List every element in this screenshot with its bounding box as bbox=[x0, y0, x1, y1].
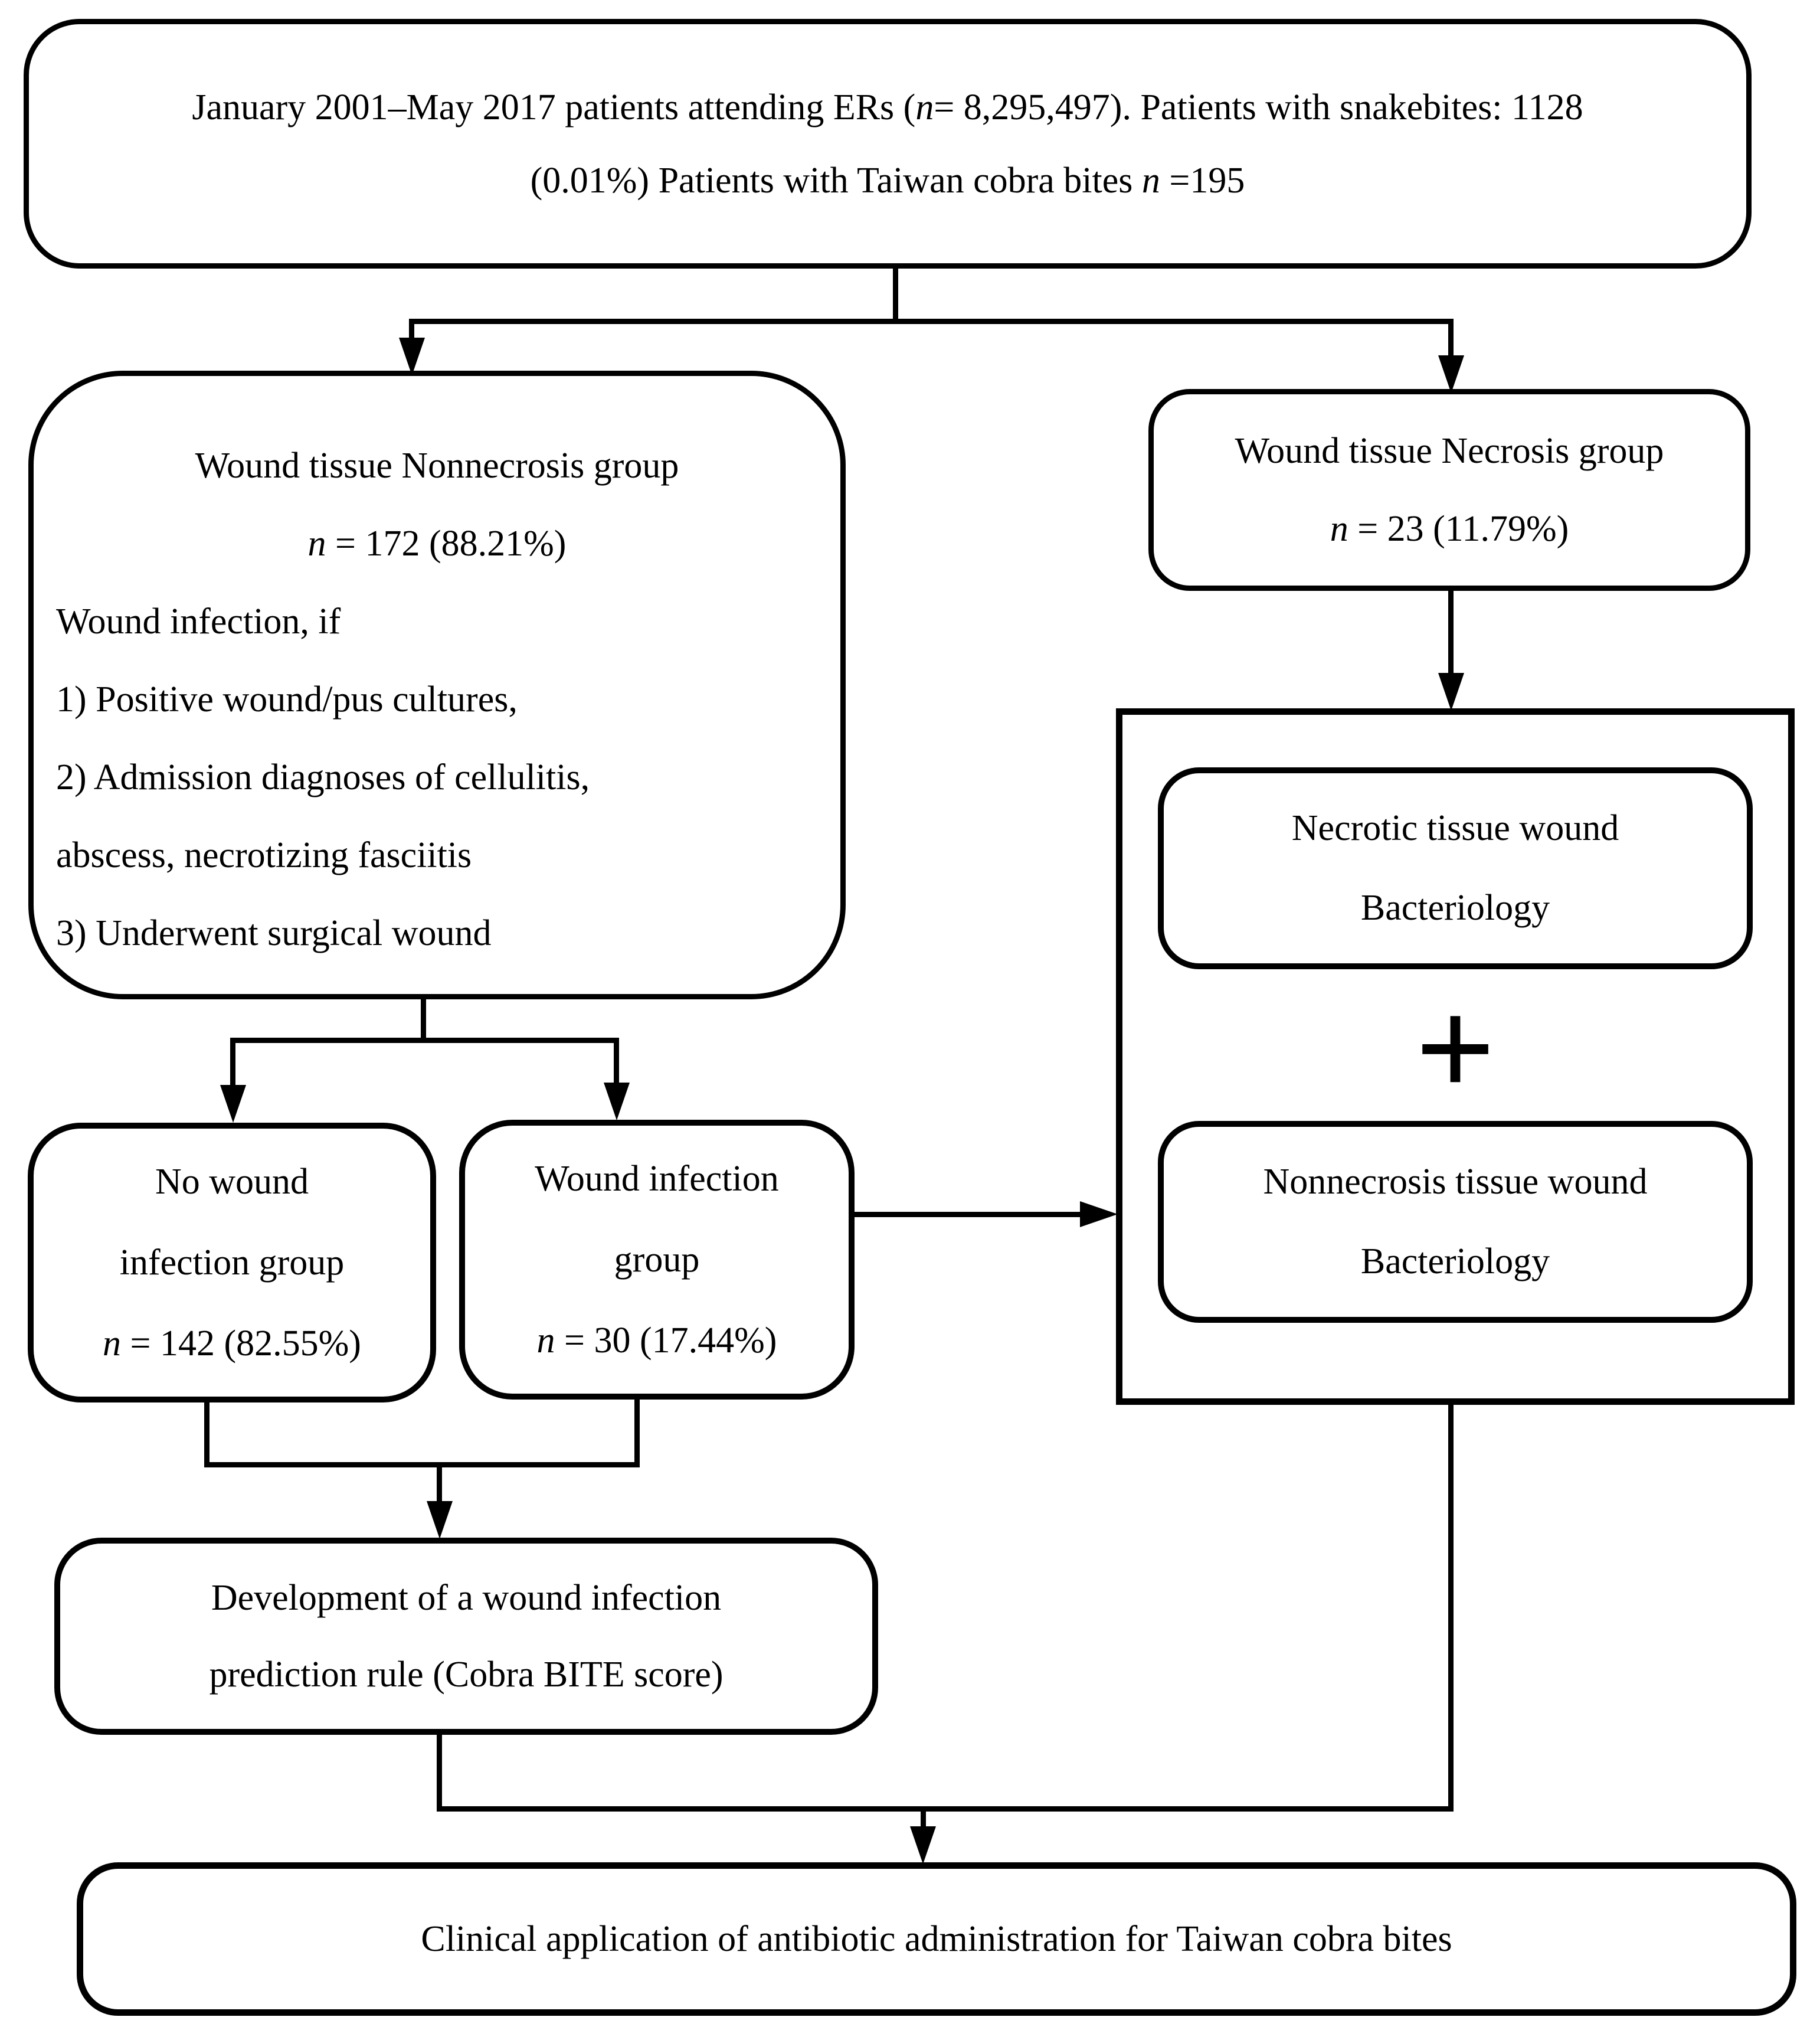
clinical-application-text: Clinical application of antibiotic admin… bbox=[421, 1918, 1452, 1959]
necrosis-group-box: Wound tissue Necrosis group n = 23 (11.7… bbox=[1148, 389, 1750, 591]
connector-to-nonnecrosis-line bbox=[409, 319, 414, 340]
development-box: Development of a wound infection predict… bbox=[54, 1538, 878, 1735]
infection-line1: Wound infection bbox=[535, 1158, 779, 1199]
nonnecrosis-title: Wound tissue Nonnecrosis group bbox=[195, 446, 679, 486]
nonnecrosis-criterion-2b: abscess, necrotizing fasciitis bbox=[56, 835, 472, 875]
nonnecrosis-bacteriology-line1: Nonnecrosis tissue wound bbox=[1263, 1162, 1648, 1202]
necrosis-title: Wound tissue Necrosis group bbox=[1235, 431, 1664, 471]
connector-necrosis-to-panel bbox=[1448, 591, 1454, 675]
connector-development-down bbox=[437, 1735, 442, 1812]
arrowhead-to-panel bbox=[1438, 673, 1464, 711]
necrotic-bacteriology-line2: Bacteriology bbox=[1360, 888, 1550, 928]
nonnecrosis-group-box: Wound tissue Nonnecrosis group n = 172 (… bbox=[28, 371, 846, 999]
connector-to-necrosis-line bbox=[1448, 319, 1454, 358]
connector-no-infection-down bbox=[204, 1402, 210, 1467]
connector-panel-down bbox=[1448, 1405, 1454, 1812]
nonnecrosis-criteria-intro: Wound infection, if bbox=[56, 601, 341, 642]
top-summary-line1: January 2001–May 2017 patients attending… bbox=[192, 87, 1583, 127]
arrowhead-to-nonnecrosis bbox=[399, 338, 425, 375]
necrotic-bacteriology-box: Necrotic tissue wound Bacteriology bbox=[1158, 767, 1753, 969]
infection-line2: group bbox=[614, 1239, 700, 1280]
no-infection-n-value: n = 142 (82.55%) bbox=[103, 1323, 361, 1364]
connector-final-merge-bar bbox=[437, 1806, 1454, 1812]
arrowhead-to-necrosis bbox=[1438, 355, 1464, 393]
connector-infection-down bbox=[634, 1400, 640, 1467]
necrotic-bacteriology-line1: Necrotic tissue wound bbox=[1291, 808, 1619, 848]
connector-to-clinical-line bbox=[921, 1806, 926, 1829]
nonnecrosis-criterion-3: 3) Underwent surgical wound bbox=[56, 913, 492, 953]
infection-group-box: Wound infection group n = 30 (17.44%) bbox=[459, 1120, 855, 1400]
no-infection-line2: infection group bbox=[119, 1242, 345, 1283]
connector-merge-bar bbox=[204, 1462, 640, 1467]
arrowhead-to-infection bbox=[604, 1083, 630, 1120]
connector-to-development-line bbox=[437, 1462, 442, 1502]
arrowhead-to-no-infection bbox=[220, 1085, 246, 1123]
connector-top-split-bar bbox=[409, 319, 1451, 324]
top-summary-box: January 2001–May 2017 patients attending… bbox=[24, 19, 1752, 269]
connector-top-stem bbox=[893, 269, 898, 324]
development-line2: prediction rule (Cobra BITE score) bbox=[209, 1655, 724, 1695]
no-infection-line1: No wound bbox=[155, 1161, 309, 1202]
no-infection-group-box: No wound infection group n = 142 (82.55%… bbox=[28, 1123, 436, 1402]
nonnecrosis-bacteriology-line2: Bacteriology bbox=[1360, 1241, 1550, 1281]
arrowhead-infection-to-panel bbox=[1080, 1201, 1118, 1227]
connector-infection-to-panel bbox=[855, 1212, 1081, 1217]
clinical-application-box: Clinical application of antibiotic admin… bbox=[77, 1862, 1796, 2016]
infection-n-value: n = 30 (17.44%) bbox=[536, 1320, 777, 1361]
connector-nonnecrosis-stem bbox=[421, 999, 426, 1043]
nonnecrosis-criterion-2: 2) Admission diagnoses of cellulitis, bbox=[56, 757, 590, 797]
connector-infection-split-bar bbox=[230, 1038, 619, 1043]
development-line1: Development of a wound infection bbox=[211, 1578, 722, 1618]
plus-icon: + bbox=[1415, 970, 1496, 1127]
connector-to-infection-line bbox=[614, 1038, 619, 1083]
arrowhead-to-development bbox=[427, 1501, 453, 1539]
nonnecrosis-criterion-1: 1) Positive wound/pus cultures, bbox=[56, 679, 518, 720]
arrowhead-to-clinical bbox=[910, 1826, 936, 1864]
connector-to-no-infection-line bbox=[230, 1038, 235, 1085]
nonnecrosis-n-value: n = 172 (88.21%) bbox=[307, 524, 567, 564]
top-summary-line2: (0.01%) Patients with Taiwan cobra bites… bbox=[530, 160, 1245, 201]
nonnecrosis-bacteriology-box: Nonnecrosis tissue wound Bacteriology bbox=[1158, 1121, 1753, 1323]
necrosis-n-value: n = 23 (11.79%) bbox=[1330, 509, 1569, 549]
